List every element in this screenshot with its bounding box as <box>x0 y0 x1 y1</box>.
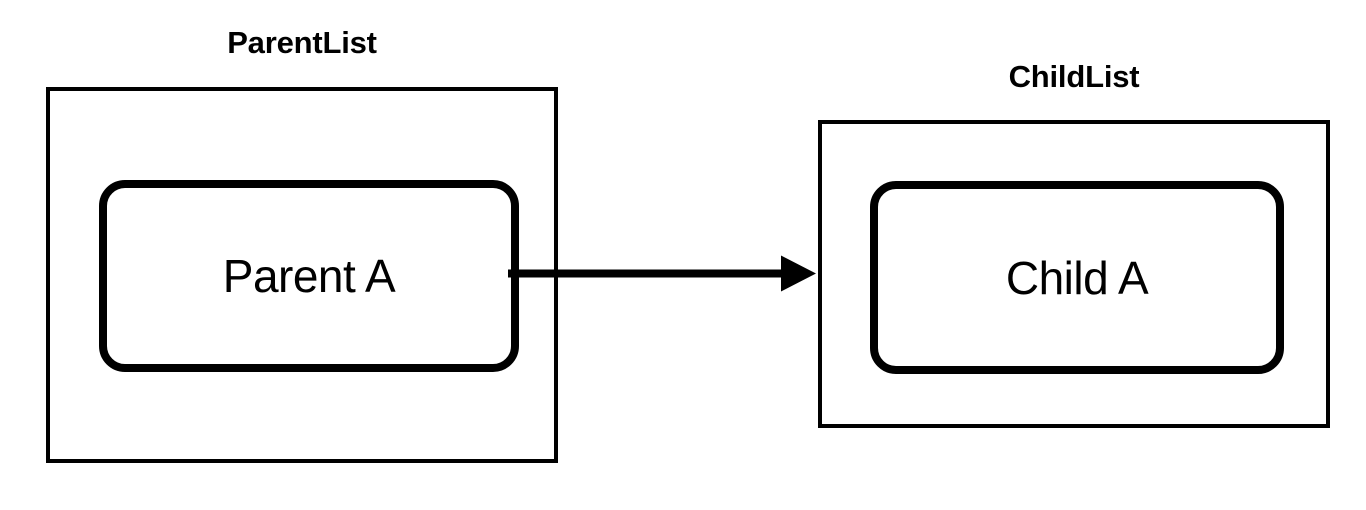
container-child-list-box: Child A <box>818 120 1330 428</box>
arrowhead-icon <box>781 255 816 292</box>
container-parent-list-label: ParentList <box>227 25 377 60</box>
edge-parent-a-to-child-a <box>508 255 816 292</box>
node-child-a[interactable]: Child A <box>870 181 1284 374</box>
node-parent-a-label: Parent A <box>222 250 396 302</box>
node-parent-a[interactable]: Parent A <box>99 180 519 372</box>
container-parent-list-box: Parent A <box>46 87 558 463</box>
container-child-list-label: ChildList <box>1008 59 1140 94</box>
node-child-a-label: Child A <box>1005 251 1149 304</box>
